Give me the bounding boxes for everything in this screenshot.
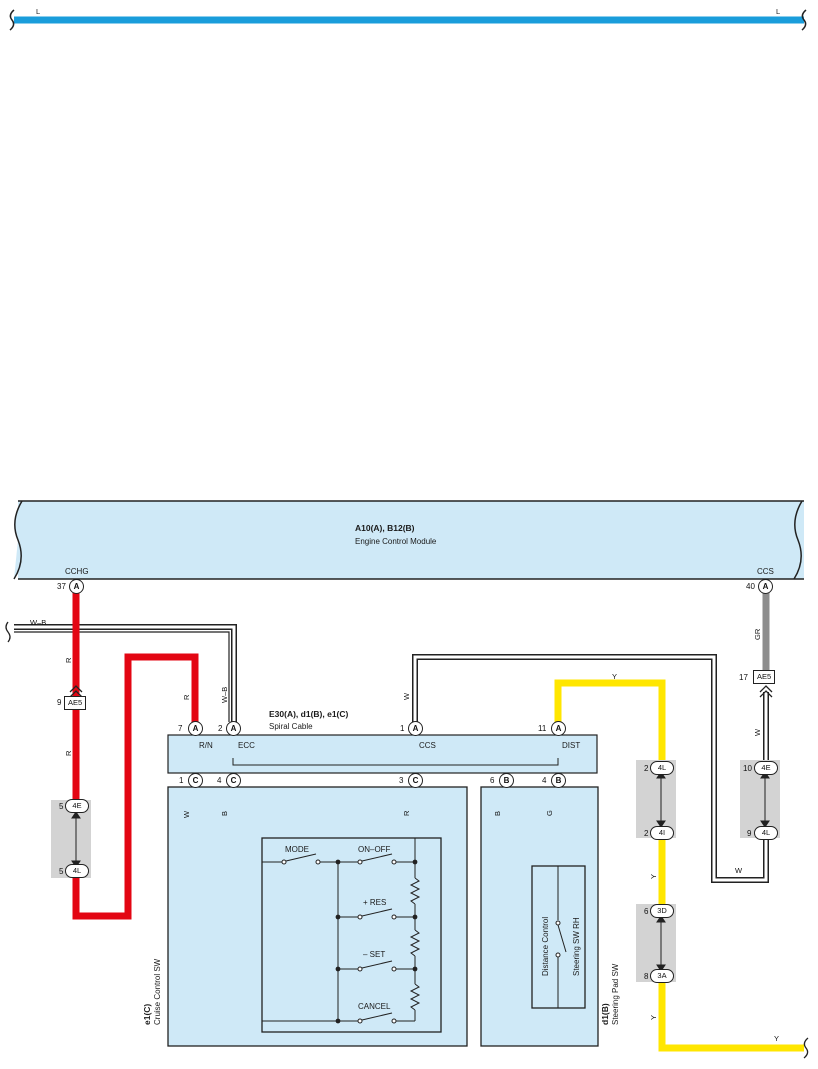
wire-label-r-spiral: R — [182, 694, 191, 700]
spiral-top-pin-1: A — [408, 721, 423, 736]
junction-left-top: 4E — [65, 799, 89, 813]
wire-white-ccs — [412, 654, 769, 883]
spiral-name: Spiral Cable — [269, 722, 313, 731]
ecm-pin-ccs-name: CCS — [757, 567, 774, 576]
spiral-bottom-pin-6-number: 6 — [490, 776, 495, 785]
ecm-pin-cchg-name: CCHG — [65, 567, 89, 576]
junction-left-bottom: 4L — [65, 864, 89, 878]
ecm-name: Engine Control Module — [355, 537, 437, 546]
junction-left-bottom-pin: 5 — [59, 867, 64, 876]
junction-mid-bottom-pin: 2 — [644, 829, 649, 838]
spiral-pin-dist: DIST — [562, 741, 580, 750]
ecm-part-codes: A10(A), B12(B) — [355, 523, 415, 533]
spiral-top-pin-11: A — [551, 721, 566, 736]
junction-low-top-pin: 6 — [644, 907, 649, 916]
junction-right-top-pin: 10 — [743, 764, 752, 773]
wire-label-y-out: Y — [774, 1034, 780, 1043]
ae5-left-pin-number: 9 — [57, 698, 62, 707]
spiral-bottom-pin-b4: B — [551, 773, 566, 788]
junction-mid-top-pin: 2 — [644, 764, 649, 773]
wire-label-w-ccs: W — [402, 692, 411, 700]
pad-sw-code: d1(B) — [600, 1003, 610, 1025]
pad-inner-left-label: Distance Control — [541, 917, 550, 976]
ae5-left-box: AE5 — [64, 696, 87, 710]
wire-yellow-dist — [554, 679, 666, 760]
junction-low-bottom-pin: 8 — [644, 972, 649, 981]
switch-label-on-off: ON–OFF — [358, 845, 391, 854]
junction-low-bottom: 3A — [650, 969, 674, 983]
wire-label-r-upper: R — [64, 657, 73, 663]
spiral-pin-ecc: ECC — [238, 741, 255, 750]
ecm-ccs-connector: A — [758, 579, 773, 594]
wire-label-w-mode: W — [182, 810, 191, 818]
spiral-bottom-pin-c1: C — [188, 773, 203, 788]
wire-label-gr: GR — [753, 628, 762, 640]
spiral-bottom-pin-4b-number: 4 — [542, 776, 547, 785]
spiral-bottom-pin-c4: C — [226, 773, 241, 788]
cruise-control-switch: MODE ON–OFF + RES – SET CANCEL e1(C) Cru… — [142, 786, 468, 1047]
wire-label-w-b-vert: W–B — [220, 686, 229, 703]
spiral-bottom-pin-c3: C — [408, 773, 423, 788]
wire-label-r-switch: R — [402, 810, 411, 816]
junction-mid-bottom: 4I — [650, 826, 674, 840]
spiral-pin-ccs: CCS — [419, 741, 436, 750]
spiral-cable: R/N ECC CCS DIST E30(A), d1(B), e1(C) Sp… — [167, 709, 598, 774]
spiral-top-pin-2-number: 2 — [218, 724, 223, 733]
switch-label-cancel: CANCEL — [358, 1002, 391, 1011]
spiral-bottom-pin-4-number: 4 — [217, 776, 222, 785]
spiral-top-pin-7-number: 7 — [178, 724, 183, 733]
top-bus-left-label: L — [36, 7, 40, 16]
wire-w-b — [5, 621, 237, 722]
wire-label-b-pad: B — [493, 810, 502, 816]
wire-label-y-top: Y — [612, 672, 618, 681]
junction-right-top: 4E — [754, 761, 778, 775]
top-bus-right-label: L — [776, 7, 780, 16]
pad-sw-name: Steering Pad SW — [611, 963, 620, 1025]
ae5-right-pin-number: 17 — [739, 673, 748, 682]
ecm-ccs-pin-number: 40 — [746, 582, 755, 591]
spiral-bottom-pin-1-number: 1 — [179, 776, 184, 785]
switch-label-set: – SET — [363, 950, 385, 959]
cruise-sw-name: Cruise Control SW — [153, 958, 162, 1025]
ae5-right-box: AE5 — [753, 670, 776, 684]
spiral-top-pin-1-number: 1 — [400, 724, 405, 733]
spiral-top-pin-2: A — [226, 721, 241, 736]
top-l-bus: L L — [9, 7, 807, 31]
engine-control-module: A10(A), B12(B) Engine Control Module CCH… — [13, 500, 804, 580]
wire-label-b-cruise: B — [220, 810, 229, 816]
wire-label-w-right: W — [753, 728, 762, 736]
spiral-bottom-pin-b6: B — [499, 773, 514, 788]
spiral-bottom-pin-3-number: 3 — [399, 776, 404, 785]
wire-label-y-low: Y — [649, 1014, 658, 1020]
switch-label-mode: MODE — [285, 845, 309, 854]
spiral-top-pin-7: A — [188, 721, 203, 736]
steering-pad-switch: Distance Control Steering SW RH d1(B) St… — [480, 786, 620, 1047]
junction-right-bottom: 4L — [754, 826, 778, 840]
ecm-cchg-connector: A — [69, 579, 84, 594]
wire-label-g: G — [545, 810, 554, 816]
junction-left-top-pin: 5 — [59, 802, 64, 811]
spiral-pin-rn: R/N — [199, 741, 213, 750]
cruise-sw-code: e1(C) — [142, 1004, 152, 1025]
pad-inner-right-label: Steering SW RH — [572, 917, 581, 976]
spiral-part-codes: E30(A), d1(B), e1(C) — [269, 709, 349, 719]
wire-label-w-loop: W — [735, 866, 743, 875]
junction-low-top: 3D — [650, 904, 674, 918]
wire-label-w-b-side: W–B — [30, 618, 47, 627]
switch-label-res: + RES — [363, 898, 386, 907]
wire-label-r-lower: R — [64, 750, 73, 756]
ecm-cchg-pin-number: 37 — [57, 582, 66, 591]
wire-yellow-out — [658, 982, 804, 1052]
junction-mid-top: 4L — [650, 761, 674, 775]
junction-right-bottom-pin: 9 — [747, 829, 752, 838]
wire-label-y-mid: Y — [649, 873, 658, 879]
spiral-top-pin-11-number: 11 — [538, 724, 547, 733]
